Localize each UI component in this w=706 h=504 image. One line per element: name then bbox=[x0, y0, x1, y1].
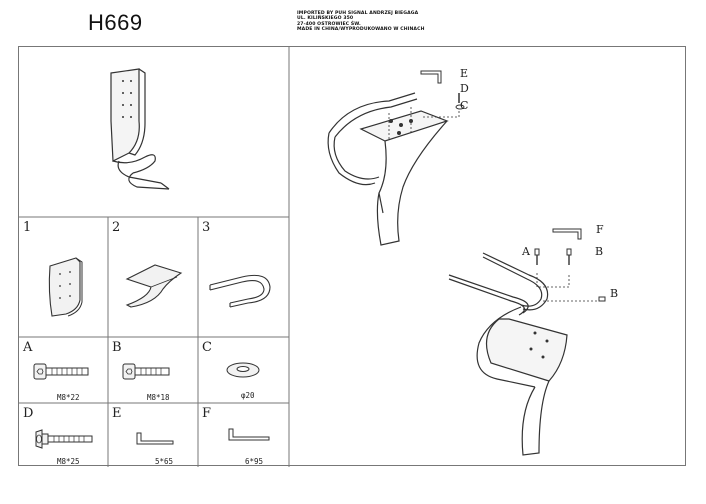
size-label-c: φ20 bbox=[241, 391, 255, 400]
hardware-letter-d: D bbox=[23, 406, 34, 421]
importer-line: 27-400 OSTROWIEC ŚW. bbox=[297, 21, 361, 27]
seat-part-drawing bbox=[125, 264, 183, 308]
importer-line: MADE IN CHINA/WYPRODUKOWANO W CHINACH bbox=[297, 27, 425, 33]
hardware-letter-b: B bbox=[112, 340, 122, 355]
hardware-letter-c: C bbox=[202, 340, 212, 355]
assembly-diagram-step1 bbox=[327, 70, 465, 246]
bolt-icon bbox=[33, 363, 89, 380]
model-number: H669 bbox=[88, 10, 143, 35]
callout-a: A bbox=[522, 245, 530, 258]
callout-c: C bbox=[460, 99, 469, 112]
hardware-letter-a: A bbox=[23, 340, 33, 355]
hardware-letter-e: E bbox=[112, 406, 122, 421]
callout-b: B bbox=[595, 245, 604, 258]
size-label-b: M8*18 bbox=[147, 393, 170, 402]
callout-f: F bbox=[596, 223, 604, 236]
size-label-f: 6*95 bbox=[245, 457, 264, 466]
sheet-grid bbox=[19, 47, 290, 467]
callout-d: D bbox=[460, 82, 469, 95]
bolt-icon bbox=[122, 363, 170, 380]
assembled-chair-drawing bbox=[110, 68, 170, 190]
size-label-e: 5*65 bbox=[155, 457, 174, 466]
part-number-1: 1 bbox=[23, 220, 32, 235]
importer-line: UL. KILIŃSKIEGO 350 bbox=[297, 16, 354, 22]
size-label-a: M8*22 bbox=[57, 393, 80, 402]
flat-head-bolt-icon bbox=[35, 429, 93, 449]
part-number-3: 3 bbox=[202, 220, 211, 235]
assembly-diagram-step2 bbox=[448, 228, 606, 456]
callout-b: B bbox=[610, 287, 619, 300]
importer-info: IMPORTED BY PUH SIGNAL ANDRZEJ BIEGAGA U… bbox=[297, 11, 425, 33]
part-number-2: 2 bbox=[112, 220, 121, 235]
hardware-letter-f: F bbox=[202, 406, 212, 421]
importer-line: IMPORTED BY PUH SIGNAL ANDRZEJ BIEGAGA bbox=[297, 11, 419, 16]
size-label-d: M8*25 bbox=[57, 457, 80, 466]
allen-key-icon bbox=[136, 432, 174, 445]
backrest-part-drawing bbox=[48, 257, 83, 317]
instruction-sheet: 1 2 3 A B C D E F M8*22 M8*18 bbox=[18, 46, 686, 467]
callout-e: E bbox=[460, 67, 469, 80]
allen-key-icon bbox=[228, 428, 270, 441]
washer-icon bbox=[226, 362, 260, 378]
tube-frame-part-drawing bbox=[209, 274, 271, 308]
